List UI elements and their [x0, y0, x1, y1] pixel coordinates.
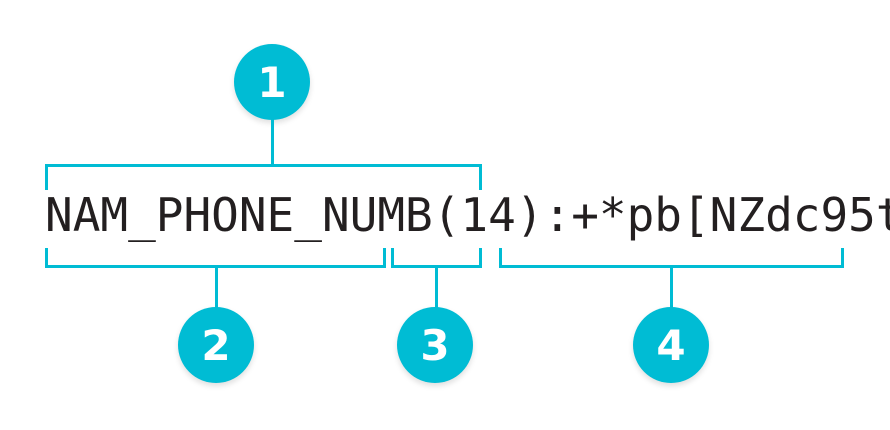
code-segment-length: (14) [432, 188, 544, 242]
callout-marker-3-label: 3 [420, 320, 450, 370]
callout-marker-1-label: 1 [257, 57, 287, 107]
callout-marker-3[interactable]: 3 [397, 307, 473, 383]
callout-marker-4-label: 4 [656, 320, 686, 370]
code-segment-value: :+*pb[NZdc95tLB [543, 188, 890, 242]
callout-marker-2-label: 2 [201, 320, 231, 370]
code-segment-field-name: NAM_PHONE_NUMB [45, 188, 433, 242]
code-string: NAM_PHONE_NUMB(14):+*pb[NZdc95tLB [45, 186, 890, 244]
callout-leader-line-2 [215, 265, 218, 310]
callout-marker-4[interactable]: 4 [633, 307, 709, 383]
bracket-group-1 [45, 164, 482, 190]
callout-marker-2[interactable]: 2 [178, 307, 254, 383]
callout-leader-line-3 [435, 265, 438, 310]
callout-marker-1[interactable]: 1 [234, 44, 310, 120]
callout-leader-line-4 [670, 265, 673, 310]
callout-leader-line-1 [271, 118, 274, 166]
